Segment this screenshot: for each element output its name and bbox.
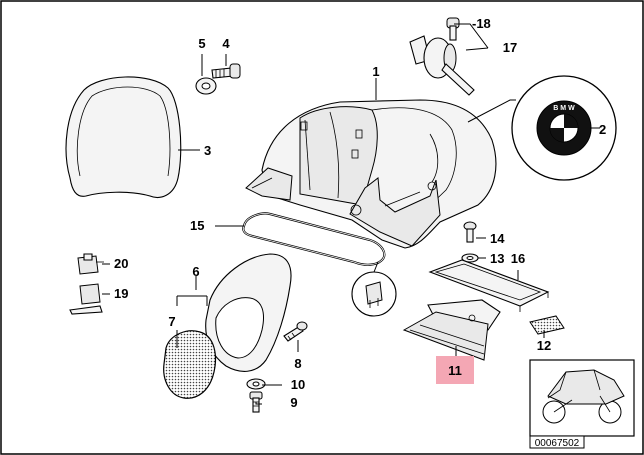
part-5-washer[interactable] [195, 77, 217, 95]
label-12: 12 [537, 338, 551, 353]
leader-lines [102, 23, 545, 405]
part-16-holder-plate[interactable] [428, 259, 550, 312]
strap-detail-bubble [351, 261, 397, 317]
label-15: 15 [190, 218, 204, 233]
drawing-code-box [529, 435, 585, 449]
label-11: 11 [448, 363, 462, 378]
label-1: 1 [372, 64, 379, 79]
label-18: -18 [472, 16, 491, 31]
label-3: 3 [204, 143, 211, 158]
label-7: 7 [168, 314, 175, 329]
part-15-strap[interactable] [242, 212, 386, 266]
part-2-bmw-badge[interactable]: B M W [511, 75, 617, 181]
part-12-small-pad[interactable] [529, 315, 565, 335]
label-2: 2 [599, 122, 606, 137]
part-6-backrest-shell[interactable] [205, 253, 292, 372]
label-19: 19 [114, 286, 128, 301]
label-5: 5 [198, 36, 205, 51]
part-9-screw[interactable] [249, 391, 263, 413]
part-11-highlight[interactable] [436, 356, 474, 384]
label-13: 13 [490, 251, 504, 266]
part-4-screw[interactable] [211, 63, 241, 79]
label-9: 9 [290, 395, 297, 410]
label-4: 4 [222, 36, 230, 51]
label-10: 10 [291, 377, 305, 392]
part-3-seat-pad[interactable] [65, 76, 182, 198]
label-8: 8 [294, 356, 301, 371]
part-1-seat-hump[interactable] [245, 99, 497, 249]
part-19-bracket[interactable] [69, 283, 103, 315]
motorcycle-thumbnail [529, 359, 635, 437]
label-20: 20 [114, 256, 128, 271]
badge-letters: B M W [553, 105, 575, 112]
part-14-screw[interactable] [463, 221, 477, 243]
drawing-code: 00067502 [535, 438, 580, 449]
badge-callout-line [467, 99, 516, 123]
part-18-screw[interactable] [446, 17, 460, 41]
part-17-lock-cylinder[interactable] [409, 35, 475, 96]
part-8-screw[interactable] [283, 321, 308, 342]
label-17: 17 [503, 40, 517, 55]
part-10-washer[interactable] [246, 378, 266, 390]
part-7-mesh-grille[interactable] [163, 330, 217, 399]
label-14: 14 [490, 231, 505, 246]
label-6: 6 [192, 264, 199, 279]
part-20-clip[interactable] [77, 253, 104, 275]
label-16: 16 [511, 251, 525, 266]
part-labels: 1 2 3 4 5 6 7 8 9 10 11 12 13 14 15 16 1… [114, 16, 606, 410]
part-11-cover-plate[interactable] [402, 299, 501, 361]
